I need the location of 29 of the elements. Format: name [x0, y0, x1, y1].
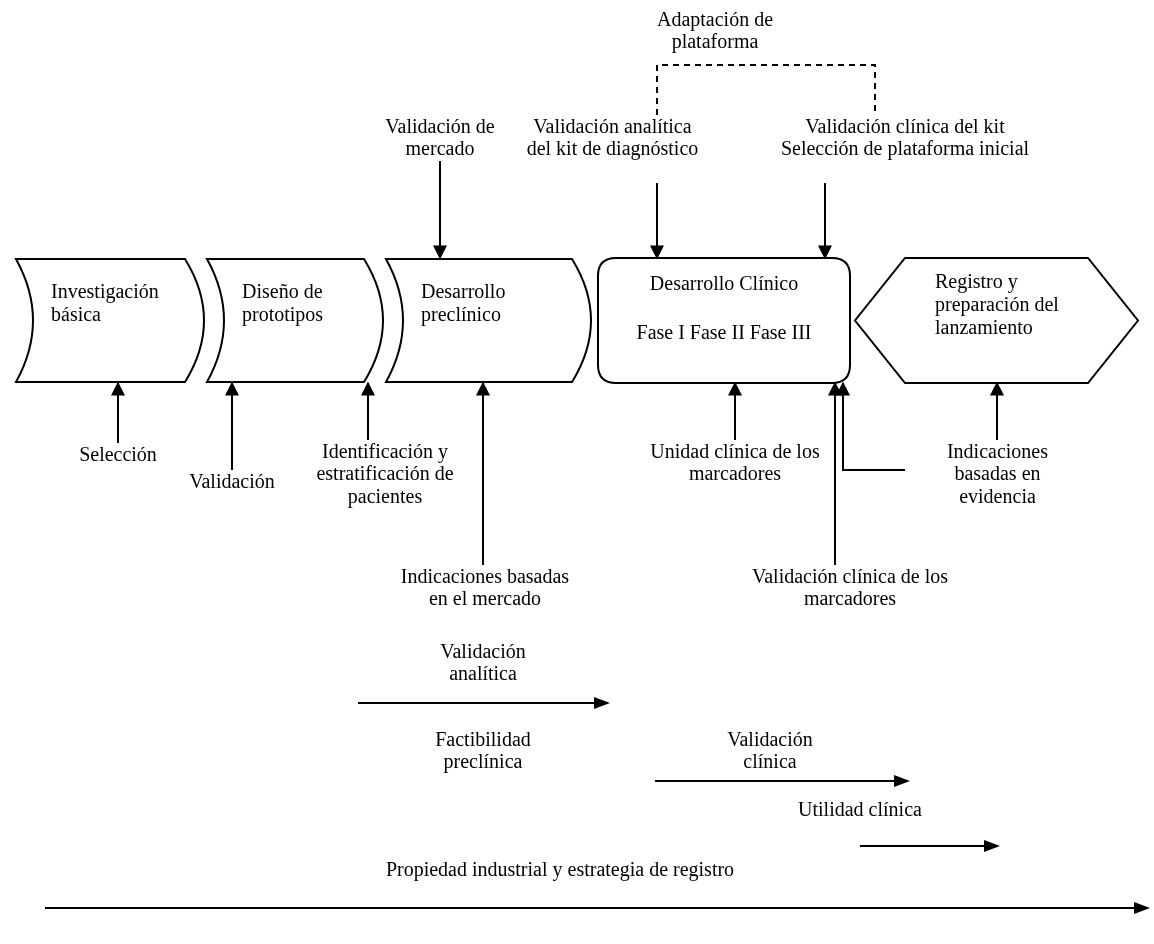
- annotation-text: Validación clínica del kit Selección de plataforma inicial: [775, 115, 1035, 183]
- arrow: [111, 381, 125, 444]
- phase-label: Desarrollo Clínico: [648, 272, 800, 295]
- arrow: [818, 182, 832, 260]
- bracket-line: [656, 64, 876, 116]
- annotation-text: Identificación y estratificación de pacientes: [300, 440, 470, 508]
- annotation-text: Unidad clínica de los marcadores: [640, 440, 830, 486]
- annotation-text: Indicaciones basadas en evidencia: [915, 440, 1080, 508]
- stage-label: Desarrollo preclínico: [421, 280, 507, 326]
- arrow: [836, 381, 906, 471]
- arrow: [828, 381, 842, 566]
- hexagon-shape: [855, 258, 1138, 383]
- stage-label: Investigación básica: [51, 280, 160, 326]
- stage-label: Registro y preparación del lanzamiento: [935, 270, 1060, 339]
- stage-shape: [15, 258, 205, 383]
- stage-shape: [206, 258, 384, 383]
- phase-box: [598, 258, 850, 383]
- arrow: [361, 381, 375, 441]
- annotation-text: Selección: [70, 443, 166, 467]
- annotation-text: Validación: [180, 470, 284, 494]
- annotation-text: Indicaciones basadas en el mercado: [400, 565, 570, 633]
- arrow: [225, 381, 239, 471]
- annotation-text: Validación clínica de los marcadores: [745, 565, 955, 611]
- arrow: [650, 182, 664, 260]
- arrow: [433, 160, 447, 260]
- stage-shape: [385, 258, 592, 383]
- arrow: [476, 381, 490, 566]
- stage-label: Diseño de prototipos: [242, 280, 325, 326]
- phase-label: Fase I Fase II Fase III: [635, 321, 813, 344]
